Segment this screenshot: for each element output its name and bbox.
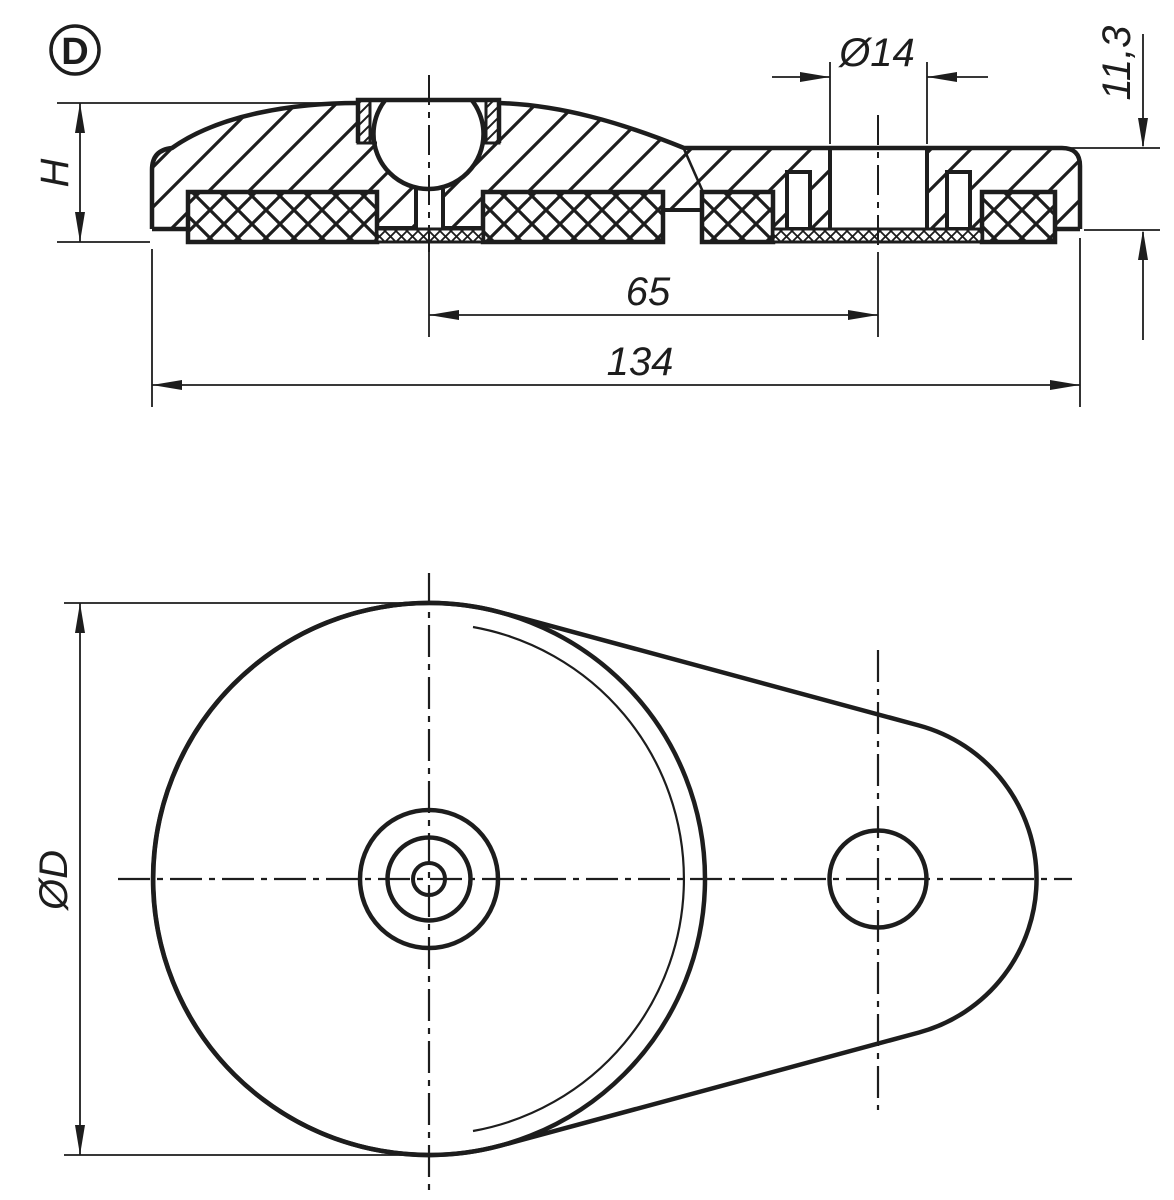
- dim-hole-diameter-label: Ø14: [837, 31, 915, 75]
- dim-base-diameter: ØD: [32, 602, 432, 1156]
- pad-right-1: [699, 189, 776, 245]
- ball-stem-walls: [414, 189, 445, 228]
- dim-length-label: 134: [607, 340, 674, 384]
- pocket-floor-lines: [377, 208, 703, 230]
- dim-hole-diameter: Ø14: [772, 31, 988, 144]
- dim-height-label: H: [33, 158, 77, 187]
- dim-thickness-label: 11,3: [1095, 26, 1139, 101]
- dim-offset-65: 65: [428, 252, 879, 337]
- pad-middle: [480, 189, 666, 245]
- view-balloon: D: [49, 24, 101, 76]
- dim-offset-label: 65: [626, 270, 671, 314]
- pad-left: [185, 189, 380, 245]
- pad-right-2: [979, 189, 1058, 245]
- balloon-circle: [49, 24, 101, 76]
- step-edge: [682, 148, 705, 193]
- hole-edges: [828, 148, 929, 229]
- section-outline: [149, 100, 1083, 232]
- rib-left: [785, 170, 812, 231]
- rib-right: [945, 170, 972, 231]
- section-dimensions: D H Ø14 11,3: [33, 24, 1160, 407]
- balloon-label: D: [61, 31, 88, 73]
- plan-view: ØD: [32, 573, 1072, 1192]
- dim-length-134: 134: [151, 238, 1081, 407]
- dim-thickness: 11,3: [1066, 26, 1160, 340]
- section-view: [149, 97, 1083, 245]
- dim-height: H: [33, 102, 357, 243]
- dome-edge-arc: [472, 625, 686, 1133]
- dim-base-diameter-label: ØD: [32, 850, 76, 912]
